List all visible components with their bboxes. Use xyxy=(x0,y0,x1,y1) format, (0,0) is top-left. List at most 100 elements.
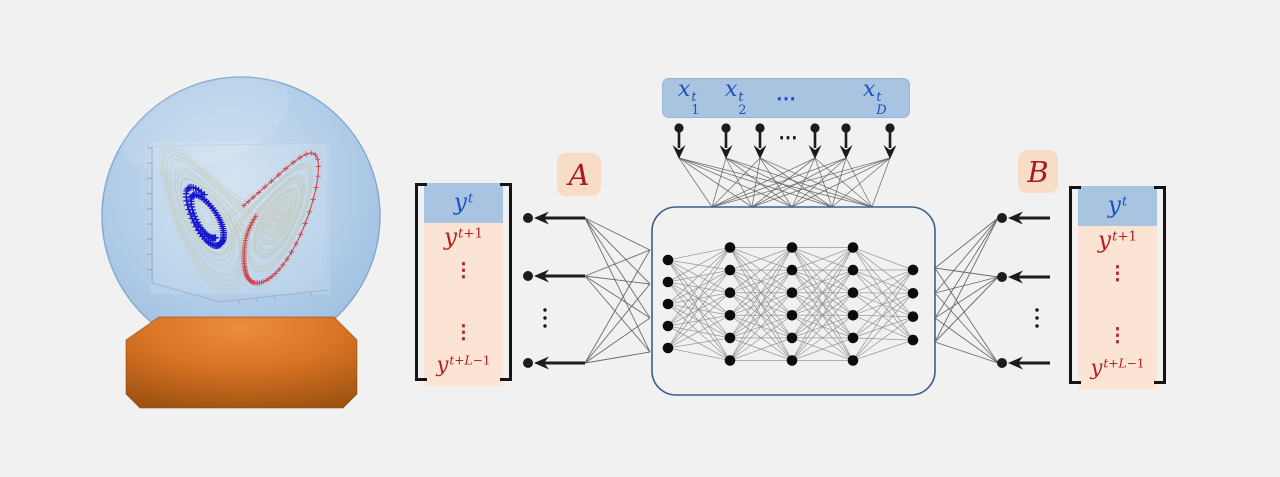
input-fan-line xyxy=(814,157,833,208)
vertical-ellipsis-dot xyxy=(543,308,547,312)
right-bracket-icon xyxy=(500,183,512,381)
network-edge xyxy=(667,269,731,349)
network-edge xyxy=(729,247,793,361)
network-node xyxy=(847,355,859,366)
network-edge xyxy=(852,316,914,361)
ball-sheen xyxy=(120,73,290,171)
network-edge xyxy=(667,314,731,349)
readout-fan-line xyxy=(584,317,651,364)
vertical-ellipsis-dot xyxy=(1035,316,1039,320)
readout-dot xyxy=(523,271,533,281)
network-edge xyxy=(791,247,854,361)
vector-b-blue-strip xyxy=(1078,186,1157,226)
matrix-a-badge: A xyxy=(557,153,601,196)
vector-a-background xyxy=(424,183,503,386)
network-edge xyxy=(667,247,731,349)
input-fan-line xyxy=(831,157,891,208)
input-fan-line xyxy=(831,157,847,208)
network-node xyxy=(662,298,674,310)
network-edge xyxy=(667,337,731,349)
network-edge xyxy=(791,247,854,271)
network-edge xyxy=(791,247,854,294)
readout-dot xyxy=(523,213,533,223)
arrowhead-left-icon xyxy=(1008,270,1023,284)
vector-b-background xyxy=(1078,186,1157,389)
arrowhead-left-icon xyxy=(534,269,549,283)
network-node xyxy=(847,310,859,321)
input-fan-line xyxy=(759,157,873,208)
x-axis-tick xyxy=(291,293,295,299)
arrowhead-down-icon xyxy=(808,145,822,159)
vector-a-blue-strip xyxy=(424,183,503,223)
history-trajectory xyxy=(159,142,323,296)
network-node xyxy=(786,332,798,344)
network-edge xyxy=(852,292,914,341)
network-edge xyxy=(791,337,854,361)
readout-dot xyxy=(997,272,1007,282)
vector-b-cell-dots2: ⋮ xyxy=(1108,324,1127,347)
readout-dot xyxy=(997,358,1007,368)
left-bracket-icon xyxy=(415,183,427,381)
network-node xyxy=(786,242,798,253)
readout-fan-line xyxy=(934,217,999,343)
input-dot xyxy=(721,123,731,133)
network-edge xyxy=(791,314,854,361)
network-node xyxy=(724,332,736,344)
input-fan-line xyxy=(791,157,847,208)
matrix-b-badge: B xyxy=(1018,150,1058,193)
network-edge xyxy=(852,269,914,339)
network-edge xyxy=(852,269,914,316)
input-fan-line xyxy=(725,157,753,208)
input-dot xyxy=(841,123,851,133)
network-edge xyxy=(791,247,854,316)
readout-fan-line xyxy=(584,217,651,353)
arrowhead-down-icon xyxy=(719,145,733,159)
arrowhead-down-icon xyxy=(883,145,897,159)
network-edge xyxy=(667,347,731,361)
network-node xyxy=(786,287,798,299)
readout-fan-line xyxy=(584,217,651,251)
input-fan-line xyxy=(751,157,891,208)
readout-fan-line xyxy=(584,283,651,364)
network-edge xyxy=(667,247,731,327)
input-fan-line xyxy=(725,157,793,208)
readout-fan-line xyxy=(934,267,999,278)
input-fan-line xyxy=(711,157,727,208)
arrows-group xyxy=(523,123,1050,370)
input-dot xyxy=(755,123,765,133)
readout-fan-line xyxy=(584,275,651,353)
input-fan-line xyxy=(845,157,873,208)
network-node xyxy=(724,287,736,299)
readout-fan-line xyxy=(934,217,999,319)
network-node xyxy=(662,254,674,266)
input-fan-line xyxy=(678,157,753,208)
network-node xyxy=(847,332,859,344)
input-fan-line xyxy=(678,157,833,208)
network-node xyxy=(847,264,859,276)
vector-a-cell-dots1: ⋮ xyxy=(454,259,473,282)
network-node xyxy=(907,311,919,323)
network-node xyxy=(724,242,736,253)
network-edge xyxy=(852,292,914,318)
network-node xyxy=(786,264,798,276)
readout-fan-line xyxy=(934,292,999,364)
arrowhead-down-icon xyxy=(839,145,853,159)
pane-top xyxy=(151,142,329,147)
network-edge xyxy=(667,247,731,305)
network-edge xyxy=(852,314,914,341)
network-edge xyxy=(667,292,731,349)
readout-dot xyxy=(523,358,533,368)
input-fan-line xyxy=(678,157,873,208)
readout-fan-line xyxy=(584,275,651,285)
input-arrows-ellipsis: ⋯ xyxy=(778,127,798,149)
readout-fan-line xyxy=(584,249,651,364)
vector-a-cell-yt1: yt+1 xyxy=(443,224,483,251)
readout-fan-line xyxy=(584,351,651,364)
network-edge xyxy=(791,292,854,361)
arrowhead-down-icon xyxy=(672,145,686,159)
input-fan-line xyxy=(711,157,761,208)
output-vector-a: yt yt+1 ⋮ ⋮ yt+L−1 xyxy=(415,183,512,386)
